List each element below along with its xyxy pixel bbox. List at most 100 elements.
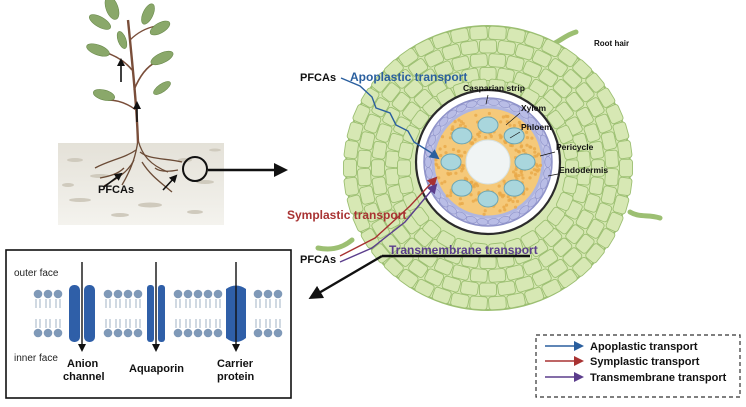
phloem-cell [522, 149, 525, 152]
xylem-vessel [452, 128, 472, 144]
phospholipid-head [194, 329, 203, 338]
phloem-cell [457, 150, 460, 153]
phloem-cell [518, 150, 521, 153]
cortex-cell [398, 142, 414, 160]
phloem-cell [533, 147, 536, 150]
phloem-cell [446, 194, 449, 197]
phloem-cell [478, 135, 481, 138]
phospholipid-head [274, 329, 283, 338]
phloem-cell [537, 152, 540, 155]
phloem-cell [509, 144, 512, 147]
phloem-cell [459, 124, 462, 127]
cortex-cell [480, 256, 496, 269]
phloem-cell [525, 187, 528, 190]
phloem-label: Phloem [521, 122, 552, 132]
phospholipid-head [194, 290, 203, 299]
cortex-cell [344, 177, 359, 196]
cortex-cell [488, 26, 506, 40]
legend: Apoplastic transport Symplastic transpor… [536, 335, 740, 397]
phloem-cell [520, 173, 523, 176]
phloem-cell [499, 120, 502, 123]
root-hair-label: Root hair [594, 39, 629, 48]
phospholipid-head [184, 290, 193, 299]
phospholipid-head [214, 290, 223, 299]
anion-label-2: channel [63, 371, 105, 383]
phloem-cell [506, 115, 509, 118]
phloem-cell [502, 115, 505, 118]
phospholipid-head [54, 290, 63, 299]
phospholipid-head [54, 329, 63, 338]
cortex-cell [398, 160, 411, 176]
cortex-cell [372, 141, 388, 160]
phloem-cell [459, 197, 462, 200]
phloem-cell [475, 182, 478, 185]
cortex-cell [488, 296, 506, 310]
cortex-cell [617, 140, 632, 159]
phloem-cell [441, 135, 444, 138]
phloem-cell [452, 148, 455, 151]
phloem-cell [514, 149, 517, 152]
phloem-cell [463, 151, 466, 154]
cortex-cell [470, 268, 488, 282]
legend-symplastic-label: Symplastic transport [590, 356, 700, 368]
phloem-cell [520, 144, 523, 147]
phloem-cell [449, 194, 452, 197]
xylem-label: Xylem [521, 103, 546, 113]
xylem-vessel [515, 154, 535, 170]
plant-illustration: PFCAs [58, 0, 284, 225]
phloem-cell [513, 124, 516, 127]
phospholipid-head [114, 329, 123, 338]
phospholipid-head [264, 329, 273, 338]
phloem-cell [537, 168, 540, 171]
xylem-vessel [441, 154, 461, 170]
pfcas-soil-label: PFCAs [98, 184, 134, 196]
phloem-cell [516, 200, 519, 203]
root-cross-section [318, 26, 660, 310]
phloem-cell [508, 124, 511, 127]
phloem-cell [526, 136, 529, 139]
phloem-cell [488, 112, 491, 115]
phloem-cell [498, 209, 501, 212]
phospholipid-head [124, 329, 133, 338]
phloem-cell [498, 184, 501, 187]
cortex-cell [372, 176, 388, 195]
carrier-label-1: Carrier [217, 358, 254, 370]
phloem-cell [509, 198, 512, 201]
phloem-cell [437, 176, 440, 179]
xylem-vessel [504, 180, 524, 196]
phloem-cell [521, 176, 524, 179]
phloem-cell [439, 154, 442, 157]
phospholipid-head [204, 290, 213, 299]
phospholipid-head [204, 329, 213, 338]
phospholipid-head [134, 290, 143, 299]
phloem-cell [511, 200, 514, 203]
phloem-cell [469, 193, 472, 196]
phospholipid-head [174, 329, 183, 338]
phloem-cell [449, 172, 452, 175]
cortex-cell [617, 177, 632, 196]
phloem-cell [533, 151, 536, 154]
cortex-cell [497, 280, 516, 295]
phloem-cell [502, 180, 505, 183]
phloem-cell [500, 135, 503, 138]
aquaporin-label: Aquaporin [129, 363, 184, 375]
symplastic-label: Symplastic transport [287, 208, 406, 222]
phospholipid-head [214, 329, 223, 338]
cortex-cell [488, 268, 506, 282]
root-hair-left [318, 240, 352, 249]
phospholipid-head [104, 329, 113, 338]
cortex-cell [344, 159, 357, 176]
membrane-panel: outer face inner face Anion channel Aqua… [6, 250, 291, 398]
phospholipid-head [254, 329, 263, 338]
casparian-strip-label: Casparian strip [463, 83, 525, 93]
cortex-cell [398, 176, 414, 194]
cortex-cell [479, 283, 496, 296]
phloem-cell [514, 174, 517, 177]
cortex-cell [562, 176, 578, 194]
pfcas-top-label: PFCAs [300, 72, 336, 84]
phloem-cell [530, 136, 533, 139]
phloem-cell [454, 172, 457, 175]
xylem-vessel [452, 180, 472, 196]
phospholipid-head [264, 290, 273, 299]
